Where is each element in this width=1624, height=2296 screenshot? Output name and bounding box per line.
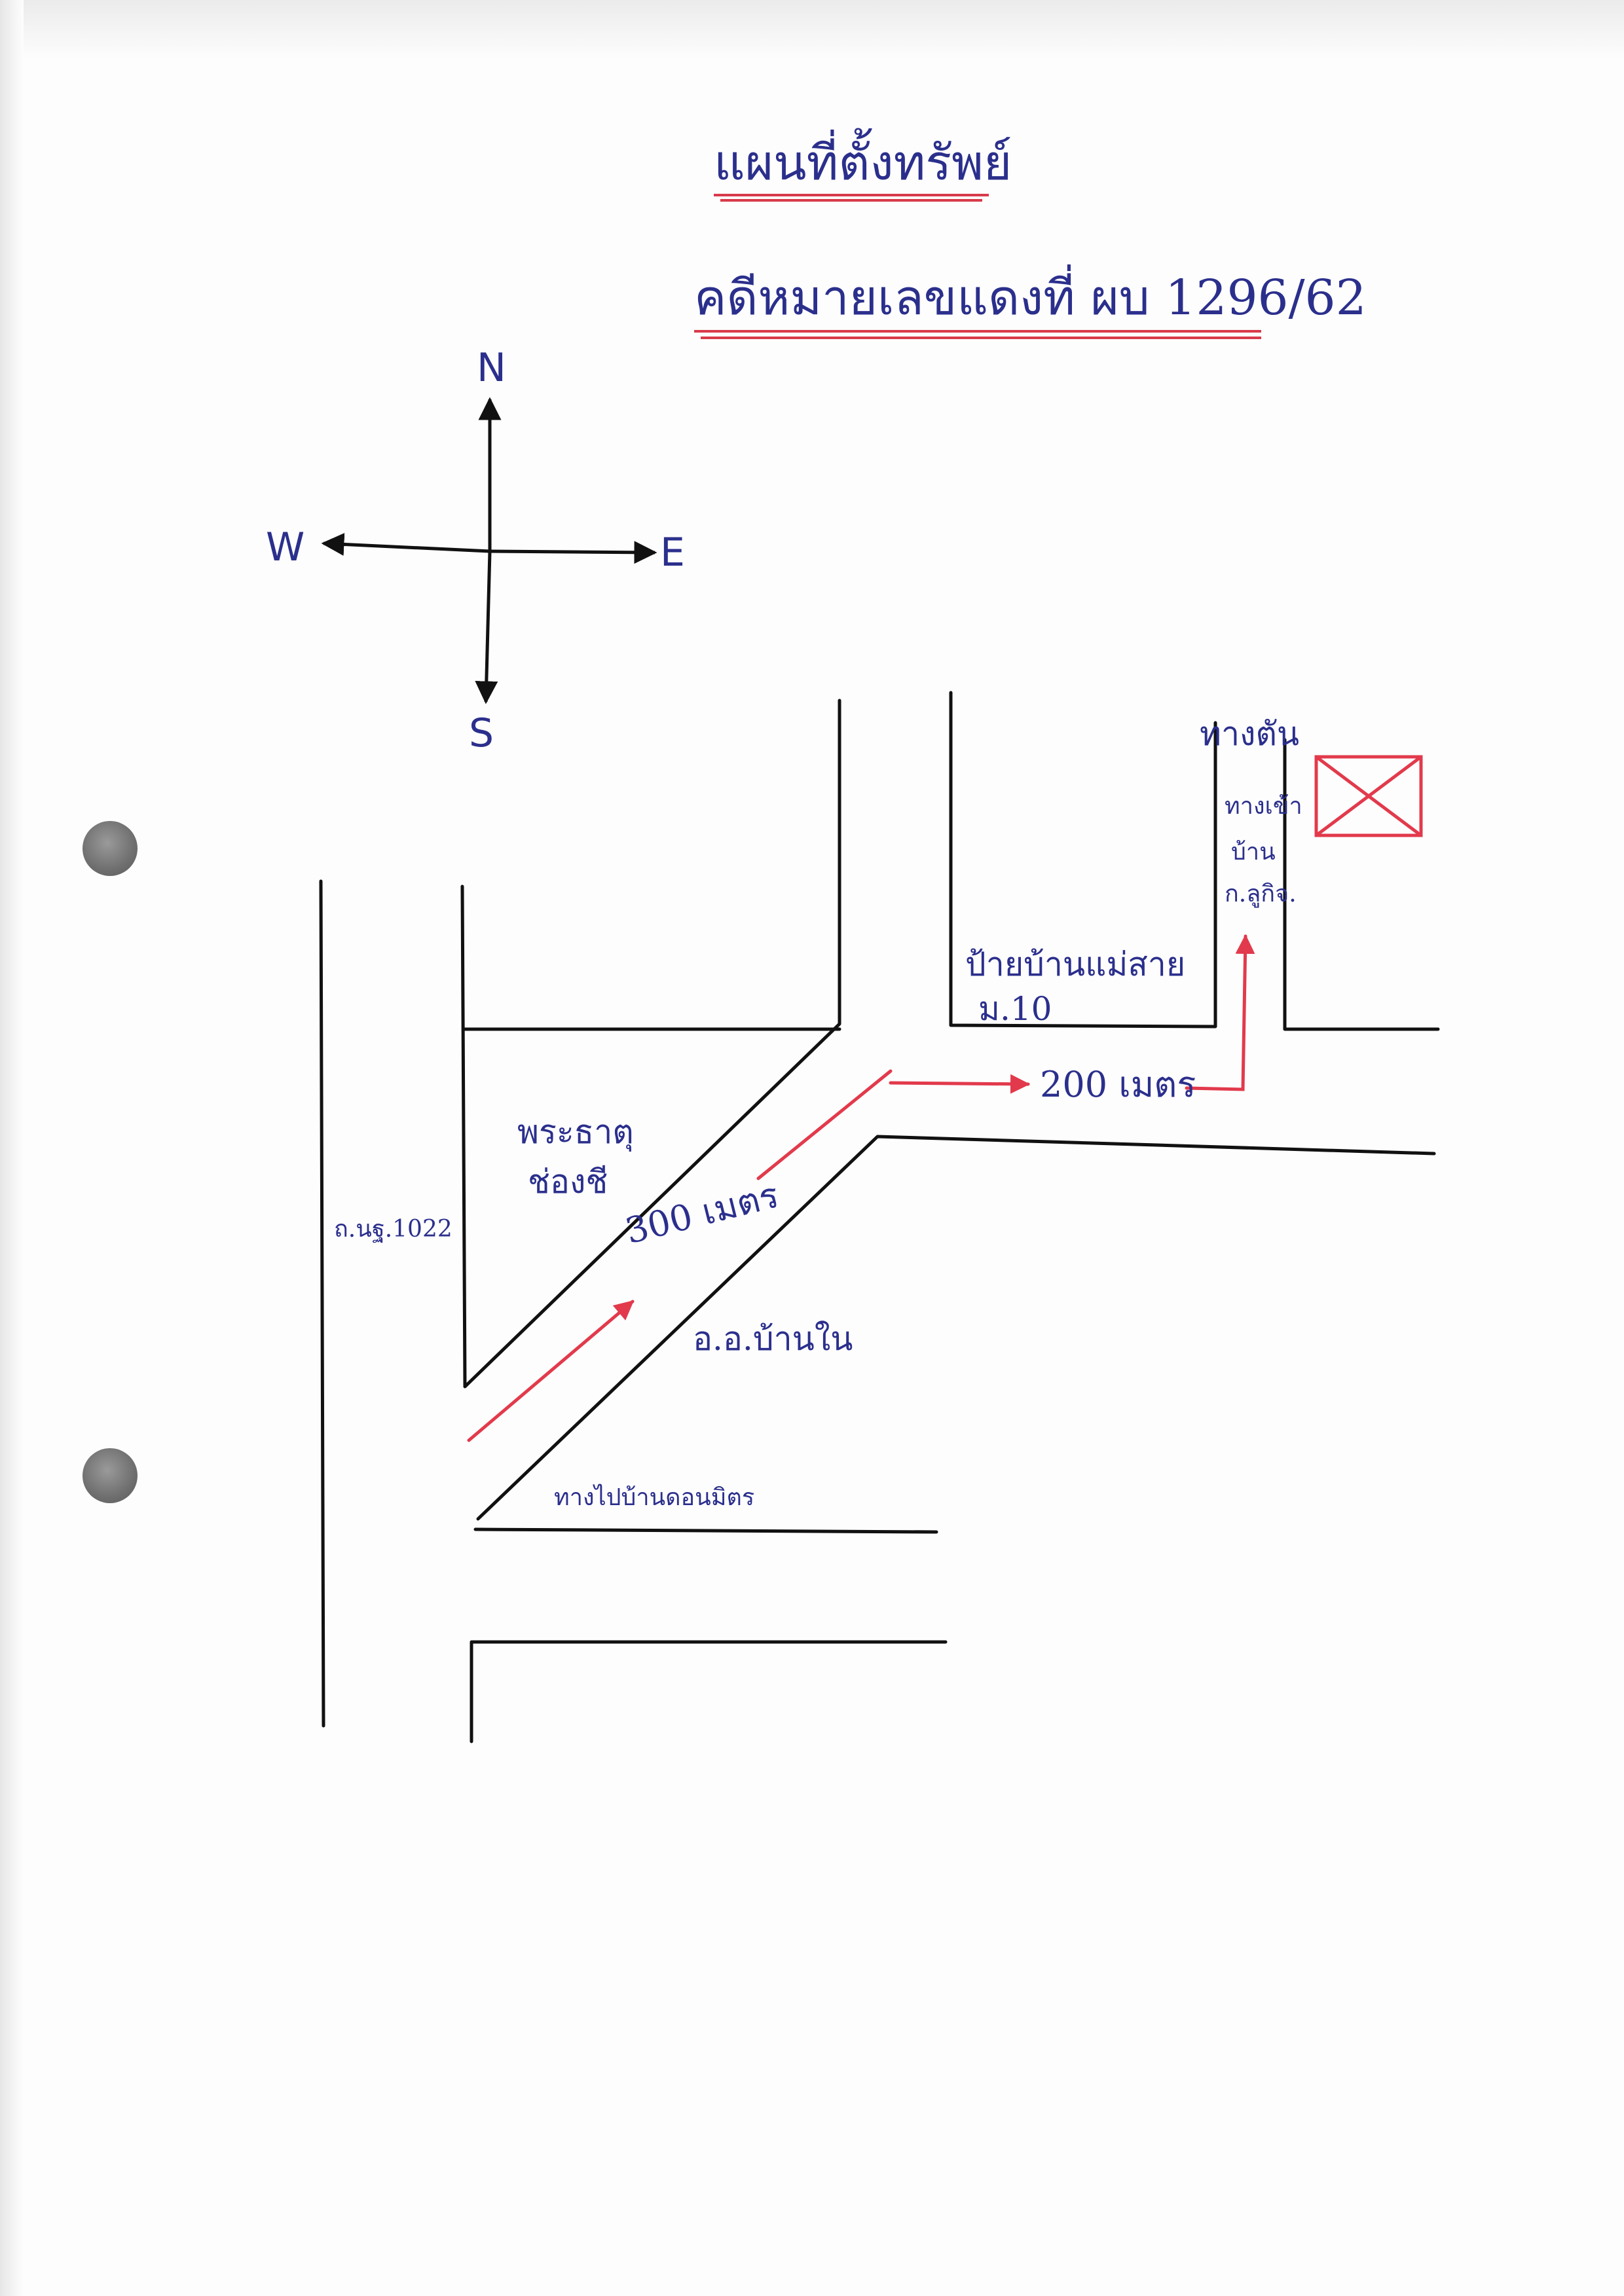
village-sign-label: ป้ายบ้านแม่สาย [965,945,1186,983]
compass-label-west: W [266,524,305,570]
roads [319,691,1440,1743]
route-segment-3 [889,1074,1030,1094]
map-title: แผนที่ตั้งทรัพย์ [714,135,1012,191]
compass-west-arrow [321,533,490,556]
route-segment-1 [467,1300,635,1442]
boxed-x-icon [1314,755,1423,837]
road-left-long [319,879,325,1728]
road-temple-block [460,699,841,1389]
compass-label-south: S [469,710,494,756]
title-underline-2 [720,199,982,202]
distance-east-label: 200 เมตร [1040,1064,1196,1105]
compass-label-east: E [660,530,685,575]
road-to-village-label: ทางไปบ้านดอนมิตร [554,1484,755,1511]
route-segment-4 [1185,934,1255,1091]
entry-road-label-line3: ก.ลูกิจ. [1225,881,1297,907]
road-diagonal-lower [476,1135,1436,1521]
road-bottom-corner [470,1640,948,1743]
compass-south-arrow [475,551,498,704]
punch-hole-top [83,821,138,876]
scan-left-edge [0,0,24,2296]
village-sign-label-line2: ม.10 [978,990,1052,1028]
road-left-label: ถ.นฐ.1022 [334,1216,452,1243]
subtitle-underline-1 [694,330,1261,333]
road-village-corner [949,691,1217,1029]
entry-road-label: ทางเข้า [1225,793,1302,820]
scan-top-shadow [24,0,1624,59]
subtitle-underline-2 [701,337,1261,339]
compass-label-north: N [477,345,506,391]
temple-label: พระธาตุ [517,1113,634,1151]
road-to-village [473,1527,938,1534]
punch-hole-bottom [83,1448,138,1503]
dead-end-label: ทางตัน [1200,715,1300,753]
road-entry-right [1283,738,1440,1031]
entry-road-label-line2: บ้าน [1231,839,1276,866]
route [467,934,1255,1442]
district-label: อ.อ.บ้านใน [693,1320,853,1358]
compass [321,397,657,704]
title-underline-1 [714,194,989,196]
map-subtitle: คดีหมายเลขแดงที่ ผบ 1296/62 [694,270,1367,326]
temple-label-line2: ช่องชี [528,1163,608,1201]
route-segment-2 [756,1069,893,1180]
compass-east-arrow [489,541,657,564]
